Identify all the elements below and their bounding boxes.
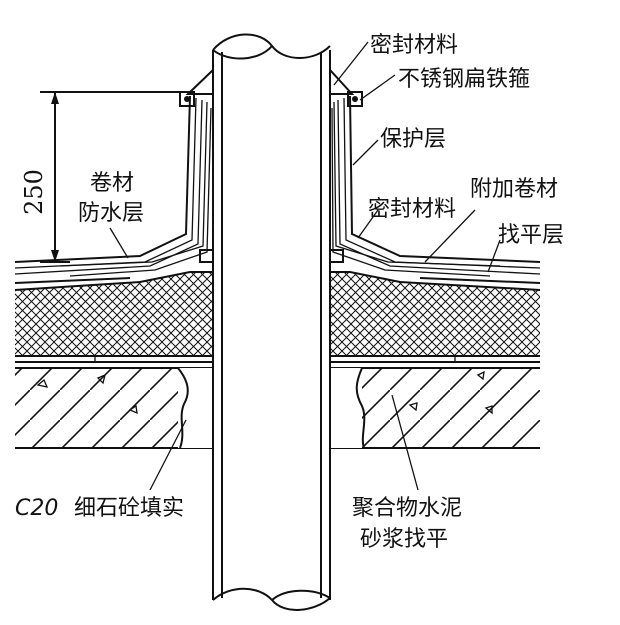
membrane-left bbox=[14, 95, 212, 284]
dimension-value: 250 bbox=[20, 169, 48, 215]
label-fill-text: 细石砼填实 bbox=[74, 496, 184, 521]
label-mortar-line1: 聚合物水泥 bbox=[352, 496, 462, 521]
label-mortar-line2: 砂浆找平 bbox=[360, 527, 448, 552]
dimension-250: 250 bbox=[20, 91, 180, 263]
label-leveling-layer: 找平层 bbox=[498, 223, 564, 248]
sealant-and-hoops bbox=[179, 67, 363, 263]
label-additional-membrane: 附加卷材 bbox=[470, 177, 558, 202]
label-steel-hoop: 不锈钢扁铁箍 bbox=[398, 67, 530, 92]
label-sealant-mid: 密封材料 bbox=[368, 197, 456, 222]
mortar-leveling-line bbox=[15, 356, 540, 363]
label-sealant-top: 密封材料 bbox=[370, 33, 458, 58]
label-fill-prefix: C20 bbox=[15, 496, 58, 521]
leader-lines bbox=[109, 41, 501, 491]
label-protective-layer: 保护层 bbox=[380, 127, 446, 152]
pipe bbox=[212, 33, 331, 611]
c20-concrete-fill bbox=[177, 367, 366, 449]
label-membrane-line2: 防水层 bbox=[78, 201, 144, 226]
label-membrane-line1: 卷材 bbox=[90, 171, 134, 196]
insulation-layer bbox=[14, 271, 541, 357]
membrane-right bbox=[331, 95, 541, 284]
